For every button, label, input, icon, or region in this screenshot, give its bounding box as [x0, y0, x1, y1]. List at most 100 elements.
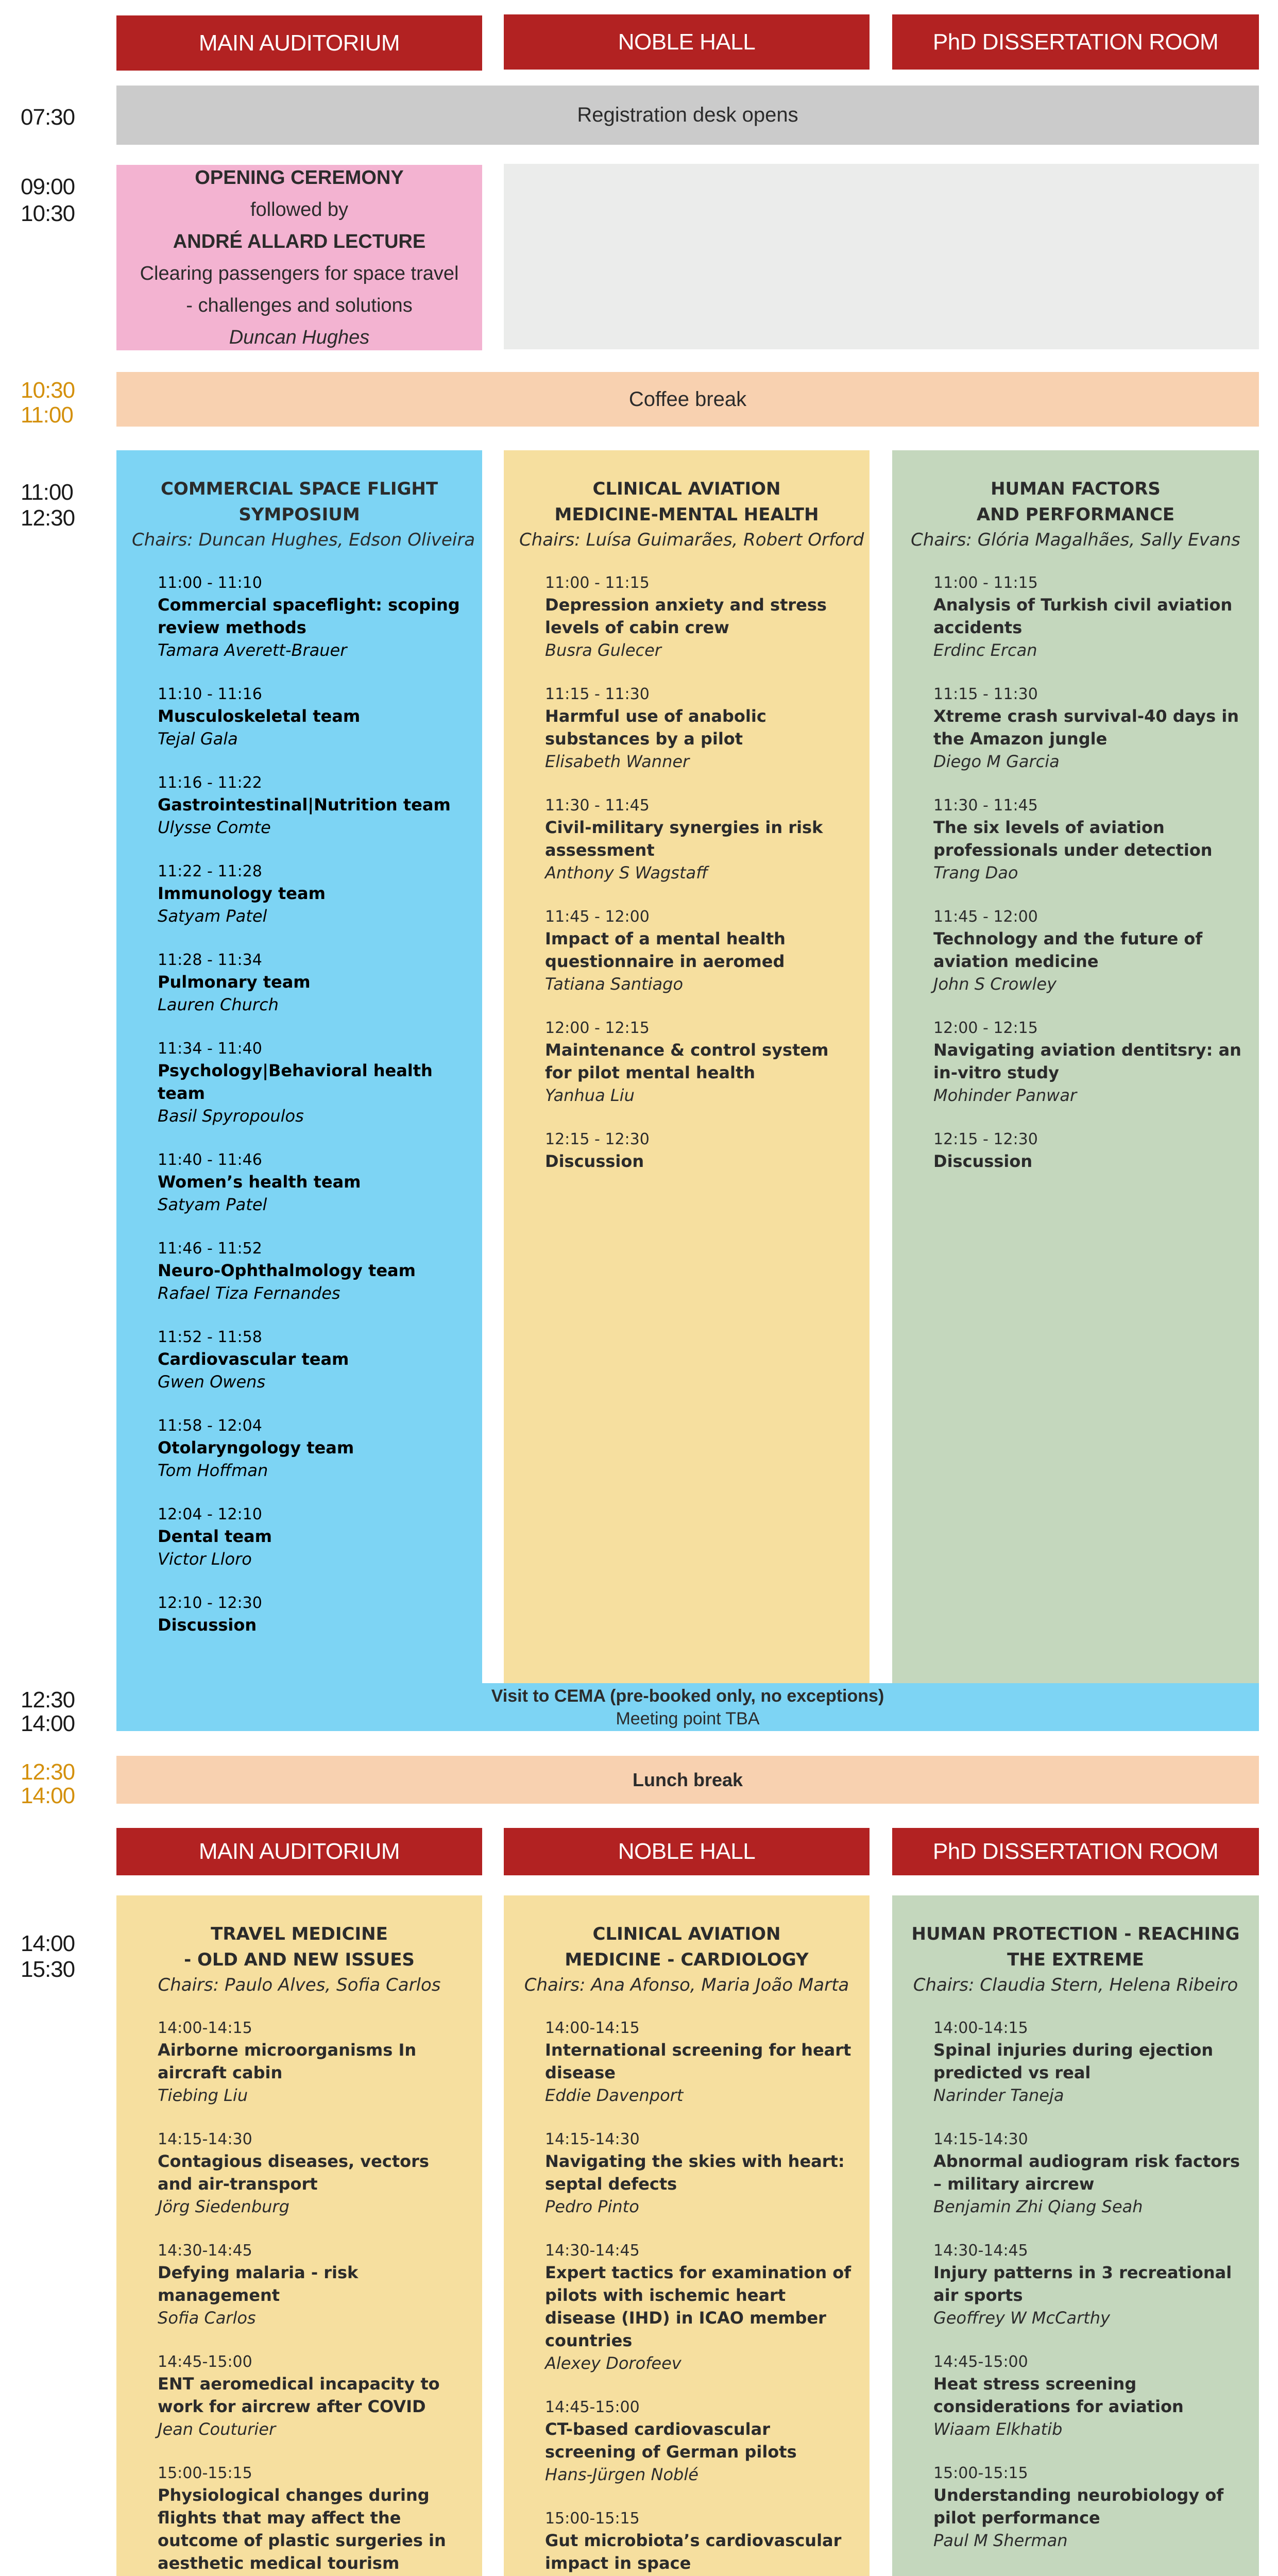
- session-title: HUMAN PROTECTION - REACHING: [911, 1924, 1240, 1944]
- session-chairs: Chairs: Claudia Stern, Helena Ribeiro: [913, 1975, 1238, 1995]
- talk-speaker: Sofia Carlos: [158, 2308, 256, 2328]
- lunch-break-label: Lunch break: [632, 1769, 743, 1790]
- room-header-noble-hall: NOBLE HALL: [504, 14, 870, 70]
- talk-speaker: Basil Spyropoulos: [158, 1106, 304, 1126]
- talk-speaker: Tatiana Santiago: [545, 974, 684, 994]
- talk-title: Navigating aviation dentitsry: an in-vit…: [933, 1040, 1241, 1082]
- session-title: AND PERFORMANCE: [976, 504, 1175, 525]
- talk-title: Harmful use of anabolic substances by a …: [545, 706, 766, 749]
- time-end: 12:30: [21, 505, 75, 531]
- talk-title: Civil-military synergies in risk assessm…: [545, 818, 823, 860]
- talk-title: Gut microbiota’s cardiovascular impact i…: [545, 2531, 842, 2573]
- session-clinical-mental-health: CLINICAL AVIATION MEDICINE-MENTAL HEALTH…: [504, 450, 870, 1692]
- talk-speaker: Pedro Pinto: [545, 2197, 639, 2216]
- talk-speaker: Yanhua Liu: [545, 1086, 635, 1105]
- talk-title: Physiological changes during flights tha…: [158, 2485, 446, 2573]
- talk-title: Xtreme crash survival-40 days in the Ama…: [933, 706, 1239, 749]
- talk-speaker: Gwen Owens: [158, 1372, 266, 1392]
- talk-time: 12:15 - 12:30: [933, 1130, 1038, 1148]
- session-title: THE EXTREME: [1007, 1950, 1144, 1970]
- talk-title: Discussion: [158, 1615, 257, 1635]
- room-header-main-auditorium: MAIN AUDITORIUM: [116, 1828, 482, 1875]
- talk-speaker: Paul M Sherman: [933, 2531, 1068, 2550]
- room-header-noble-hall: NOBLE HALL: [504, 1828, 870, 1875]
- talk-time: 11:00 - 11:10: [158, 574, 262, 592]
- room-header-phd-dissertation-room: PhD DISSERTATION ROOM: [892, 1828, 1259, 1875]
- talk-title: Pulmonary team: [158, 972, 311, 992]
- registration-label: Registration desk opens: [577, 104, 798, 126]
- talk-speaker: Victor Lloro: [158, 1549, 252, 1569]
- talk-title: Spinal injuries during ejection predicte…: [933, 2040, 1214, 2082]
- cema-visit-label: Visit to CEMA (pre-booked only, no excep…: [491, 1686, 884, 1706]
- talk-time: 11:52 - 11:58: [158, 1328, 262, 1346]
- break-time-start: 12:30: [21, 1759, 75, 1785]
- talk-time: 11:00 - 11:15: [545, 574, 650, 592]
- talk-time: 11:22 - 11:28: [158, 862, 262, 880]
- talk-title: Analysis of Turkish civil aviation accid…: [933, 595, 1233, 637]
- talk-title: Understanding neurobiology of pilot perf…: [933, 2485, 1224, 2528]
- lecture-topic-line1: Clearing passengers for space travel: [140, 263, 459, 284]
- session-title: CLINICAL AVIATION: [592, 479, 781, 499]
- talk-time: 11:30 - 11:45: [933, 796, 1038, 815]
- talk-speaker: Geoffrey W McCarthy: [933, 2308, 1110, 2328]
- talk-time: 15:00-15:15: [933, 2464, 1028, 2482]
- session-chairs: Chairs: Duncan Hughes, Edson Oliveira: [132, 530, 475, 550]
- talk-speaker: Tamara Averett-Brauer: [158, 640, 347, 660]
- talk-speaker: Wiaam Elkhatib: [933, 2419, 1063, 2439]
- time-end: 15:30: [21, 1957, 75, 1982]
- talk-time: 11:40 - 11:46: [158, 1151, 262, 1169]
- cema-meeting-point: Meeting point TBA: [616, 1708, 760, 1728]
- talk-title: Defying malaria - risk management: [158, 2263, 359, 2305]
- talk-time: 14:45-15:00: [933, 2353, 1028, 2371]
- session-title: MEDICINE-MENTAL HEALTH: [554, 504, 819, 525]
- talk-title: Abnormal audiogram risk factors – milita…: [933, 2151, 1240, 2194]
- talk-time: 12:15 - 12:30: [545, 1130, 650, 1148]
- opening-ceremony-block: OPENING CEREMONY followed by ANDRÉ ALLAR…: [116, 165, 482, 350]
- talk-speaker: Jean Couturier: [158, 2419, 276, 2439]
- talk-time: 11:34 - 11:40: [158, 1040, 262, 1058]
- talk-speaker: Rafael Tiza Fernandes: [158, 1283, 340, 1303]
- time-start: 11:00: [21, 480, 74, 505]
- session-title: COMMERCIAL SPACE FLIGHT: [160, 479, 438, 499]
- lecture-topic-line2: - challenges and solutions: [186, 295, 413, 316]
- talk-time: 14:30-14:45: [158, 2242, 252, 2260]
- talk-speaker: Satyam Patel: [158, 906, 267, 926]
- talk-speaker: Lauren Church: [158, 995, 279, 1014]
- talk-time: 11:15 - 11:30: [545, 685, 650, 703]
- session-title: HUMAN FACTORS: [991, 479, 1161, 499]
- talk-time: 14:15-14:30: [158, 2130, 252, 2148]
- session-chairs: Chairs: Luísa Guimarães, Robert Orford: [519, 530, 864, 550]
- session-title: SYMPOSIUM: [238, 504, 360, 525]
- talk-speaker: John S Crowley: [933, 974, 1057, 994]
- talk-time: 11:30 - 11:45: [545, 796, 650, 815]
- talk-time: 12:04 - 12:10: [158, 1505, 262, 1523]
- session-title: CLINICAL AVIATION: [592, 1924, 781, 1944]
- talk-speaker: Tejal Gala: [158, 729, 238, 749]
